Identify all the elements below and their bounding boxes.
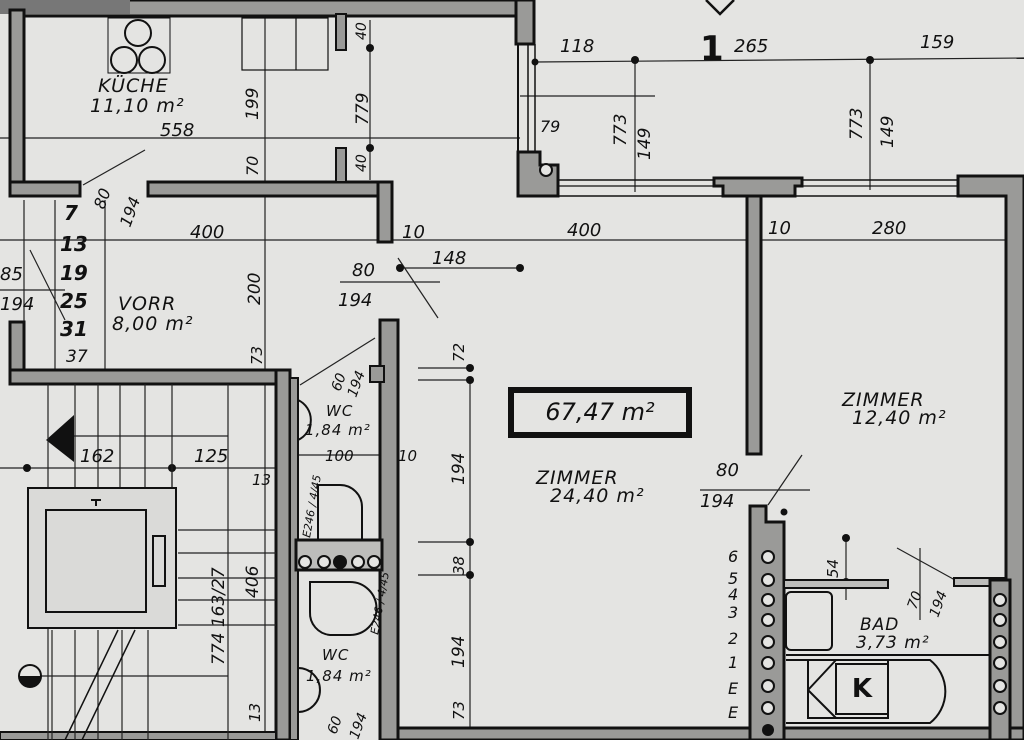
dim-door-z-194: 194 (338, 290, 372, 311)
dim-40b: 40 (354, 154, 370, 172)
wc2-fixtures (297, 581, 378, 713)
dim-wc-10: 10 (398, 447, 417, 465)
dim-stair-13b: 13 (246, 703, 264, 722)
room-zimmer2-name: ZIMMER (841, 389, 925, 411)
dim-779: 779 (353, 93, 373, 125)
dim-vorr-400: 400 (190, 222, 224, 243)
dim-149b: 149 (878, 116, 898, 148)
dim-stair-162: 162 (80, 446, 114, 467)
bath-k-label: K (852, 674, 873, 704)
dim-70: 70 (243, 156, 262, 176)
riser-number: E (728, 703, 739, 722)
room-vorr-name: VORR (118, 293, 176, 315)
dim-stair-125: 125 (194, 446, 228, 467)
dim-door-z-80: 80 (352, 260, 375, 281)
dim-bad-70: 70 (905, 589, 926, 611)
dim-265: 265 (734, 36, 768, 57)
riser-number: 4 (728, 585, 738, 604)
stair-treads (30, 384, 276, 740)
dim-left-194: 194 (0, 294, 34, 315)
wc1-fixtures (297, 399, 363, 541)
stair-arrow-icon (46, 415, 74, 462)
room-vorr-area: 8,00 m² (112, 313, 193, 335)
riser-number: 6 (728, 547, 738, 566)
dim-wc-100: 100 (325, 447, 354, 465)
dim-z1-72: 72 (450, 343, 468, 362)
dim-149a: 149 (635, 128, 655, 160)
room-kueche-name: KÜCHE (98, 74, 169, 97)
riser-row-wc (298, 555, 381, 569)
section-circle-icon (18, 664, 42, 688)
room-bad-name: BAD (860, 615, 899, 635)
dim-wc-60: 60 (329, 371, 350, 393)
dim-stair-406: 406 (243, 565, 263, 598)
dim-stair-13a: 13 (252, 471, 271, 489)
dim-z1-194a: 194 (449, 453, 469, 485)
step-count: 19 (60, 261, 88, 285)
dim-z2-door-80: 80 (716, 460, 739, 481)
riser-column-bad (761, 550, 1007, 736)
dim-z1-73: 73 (450, 701, 468, 720)
dim-vorr-200: 200 (245, 273, 265, 305)
dim-z2-door-194: 194 (700, 491, 734, 512)
bath-fixtures (785, 591, 990, 724)
total-area-value: 67,47 m² (545, 398, 655, 426)
elevator (27, 487, 177, 629)
riser-number: 5 (728, 569, 738, 588)
dim-z1-38: 38 (450, 556, 468, 575)
dim-vorr-10: 10 (402, 222, 425, 243)
room-wc2-name: WC (322, 646, 349, 664)
step-count: 37 (66, 347, 88, 367)
marker-1: 1 (700, 29, 724, 69)
room-kueche-area: 11,10 m² (90, 95, 185, 117)
room-zimmer1-name: ZIMMER (535, 467, 619, 489)
dim-zimmer-280: 280 (872, 218, 906, 239)
dim-773a: 773 (611, 114, 631, 146)
room-zimmer2-area: 12,40 m² (852, 407, 947, 429)
dim-zimmer-400: 400 (567, 220, 601, 241)
dim-148: 148 (432, 248, 466, 269)
dim-558: 558 (160, 120, 194, 141)
dim-stair-163-27: 774 163/27 (209, 567, 229, 665)
dim-wc2-60: 60 (325, 714, 346, 736)
kitchen-counter (241, 17, 329, 71)
riser-number: 1 (728, 653, 738, 672)
dim-z1-194b: 194 (449, 636, 469, 668)
dim-773b: 773 (847, 108, 867, 140)
dim-vorr-73: 73 (248, 346, 266, 365)
room-bad-area: 3,73 m² (856, 633, 930, 653)
dim-79: 79 (540, 117, 560, 136)
step-count: 25 (60, 289, 88, 313)
step-count: 31 (60, 317, 88, 341)
room-wc2-area: 1,84 m² (306, 667, 372, 685)
room-wc1-name: WC (326, 402, 353, 420)
riser-number: E (728, 679, 739, 698)
dim-zimmer-10: 10 (768, 218, 791, 239)
room-zimmer1-area: 24,40 m² (550, 485, 645, 507)
step-counts: 7 13 19 25 31 37 (60, 201, 88, 367)
step-count: 7 (64, 201, 78, 225)
dim-left-85: 85 (0, 264, 23, 285)
diamond-north-icon (705, 0, 735, 16)
dim-199: 199 (243, 88, 263, 120)
dim-bad-54: 54 (824, 559, 842, 578)
step-count: 13 (60, 232, 88, 256)
room-wc1-area: 1,84 m² (305, 421, 371, 439)
riser-number: 3 (728, 603, 738, 622)
riser-numbers: 6 5 4 3 2 1 E E (728, 547, 739, 722)
handrail (64, 629, 136, 740)
riser-number: 2 (728, 629, 738, 648)
kitchen-stove (107, 17, 171, 74)
total-area-box (508, 387, 692, 438)
dim-159: 159 (920, 32, 954, 53)
dim-118: 118 (560, 36, 594, 57)
dim-40a: 40 (354, 22, 370, 40)
